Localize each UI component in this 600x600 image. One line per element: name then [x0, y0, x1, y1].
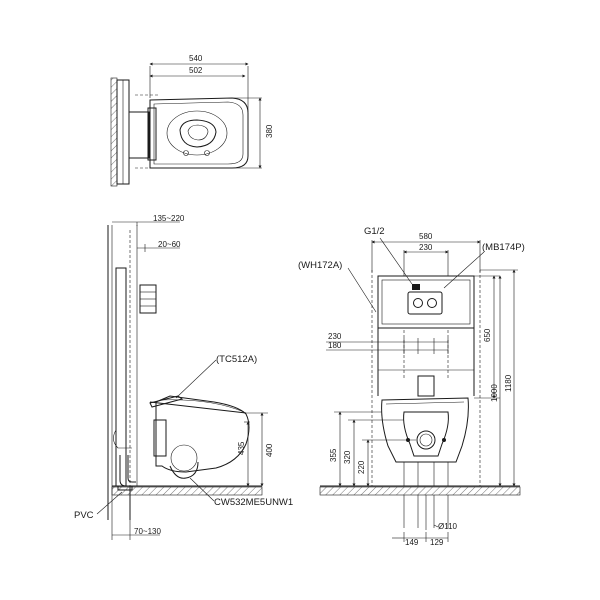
dim-650: 650: [483, 328, 492, 342]
front-flush-tank: [377, 275, 475, 329]
dim-frame-width: 580: [419, 232, 433, 241]
dim-129: 129: [430, 538, 444, 547]
side-frame: [115, 267, 127, 487]
dim-1180: 1180: [504, 374, 513, 392]
dim-pipe-dia: Ø110: [438, 522, 458, 531]
dim-bolt-230: 230: [328, 332, 342, 341]
label-seat: (TC512A): [216, 354, 257, 365]
dim-height: 400: [265, 443, 274, 457]
top-view: 540 502 380: [110, 54, 274, 187]
dim-depth: 380: [265, 124, 274, 138]
dim-inner-230: 230: [419, 243, 433, 252]
dim-frame-offset: 135~220: [153, 214, 185, 223]
dim-149: 149: [405, 538, 419, 547]
dim-320: 320: [343, 450, 352, 464]
label-pvc: PVC: [74, 510, 94, 521]
top-wall-section: [110, 77, 118, 187]
dim-bolt-180: 180: [328, 341, 342, 350]
side-view: 135~220 20~60 400 435 (TC512A): [74, 214, 293, 540]
dim-pipe-offset: 20~60: [158, 240, 181, 249]
dim-floor-offset: 70~130: [134, 527, 161, 536]
dim-bowl-width: 502: [189, 66, 203, 75]
top-bowl-inner: [179, 119, 217, 148]
label-model: CW532ME5UNW1: [214, 497, 293, 508]
dim-overall-width: 540: [189, 54, 203, 63]
front-drain-pipe: [416, 430, 436, 450]
dim-355: 355: [329, 448, 338, 462]
label-mb174p: (MB174P): [482, 242, 525, 253]
top-bowl-outline: [149, 97, 249, 169]
side-seat: [149, 395, 184, 408]
top-carrier: [128, 111, 150, 159]
front-view: G1/2 580 230 (MB174P) (WH172A) 230 180 6…: [298, 226, 525, 547]
front-push-plate: [407, 291, 443, 315]
label-g12: G1/2: [364, 226, 385, 237]
side-bowl-body: [155, 395, 250, 473]
front-bowl: [381, 397, 469, 463]
label-wh172a: (WH172A): [298, 260, 342, 271]
dim-220: 220: [357, 460, 366, 474]
dim-1000: 1000: [490, 384, 499, 402]
dim-drain-height: 435: [237, 441, 246, 455]
